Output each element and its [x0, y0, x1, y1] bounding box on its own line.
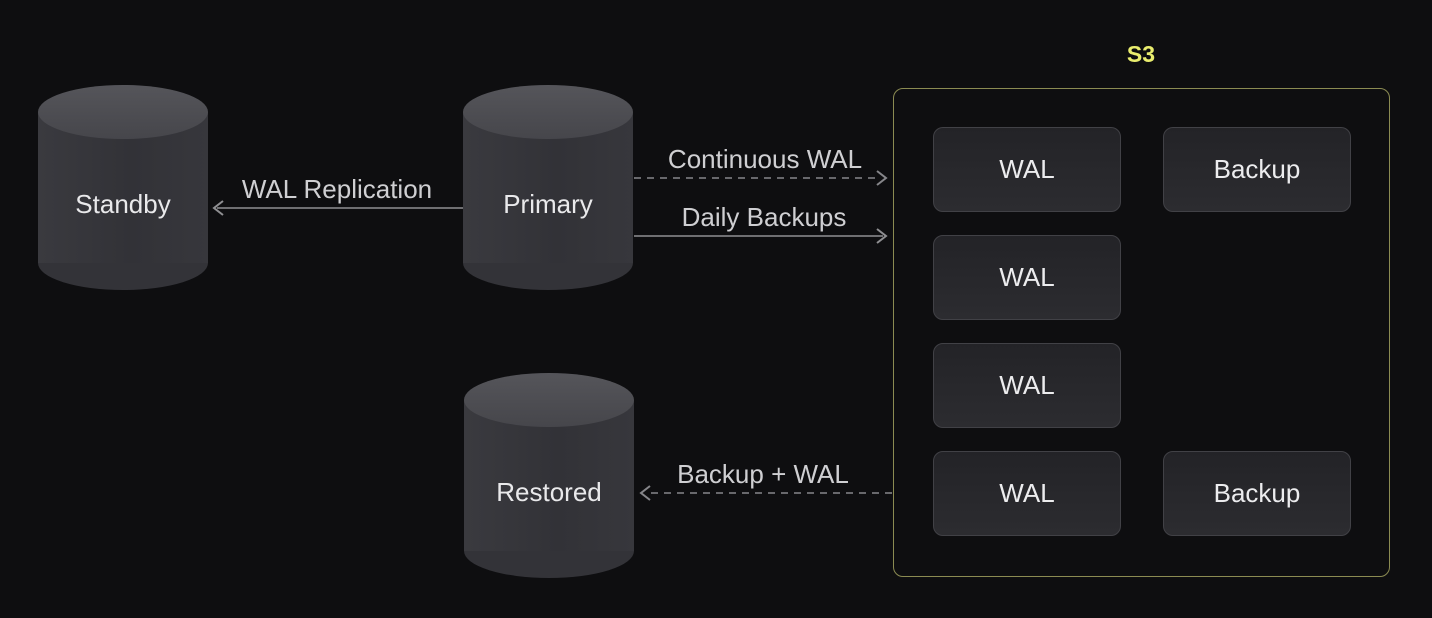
wal-replication-arrow-label: WAL Replication — [241, 174, 433, 204]
s3-wal-item: WAL — [933, 343, 1121, 428]
backup-wal-arrow-label: Backup + WAL — [677, 459, 849, 489]
cylinder-top-ellipse — [38, 85, 208, 139]
restored-label: Restored — [496, 477, 602, 507]
s3-backup-item: Backup — [1163, 451, 1351, 536]
primary-label: Primary — [503, 189, 593, 219]
s3-bucket-container: WAL Backup WAL WAL WAL Backup — [893, 88, 1390, 577]
s3-wal-item: WAL — [933, 127, 1121, 212]
s3-wal-item: WAL — [933, 235, 1121, 320]
cylinder-top-ellipse — [464, 373, 634, 427]
daily-backups-arrowhead — [876, 228, 888, 244]
s3-title: S3 — [1126, 41, 1156, 67]
continuous-wal-arrow-label: Continuous WAL — [667, 144, 863, 174]
s3-wal-item: WAL — [933, 451, 1121, 536]
standby-database-node: Standby — [38, 85, 208, 290]
standby-label: Standby — [75, 189, 171, 219]
restored-database-node: Restored — [464, 373, 634, 578]
s3-backup-item: Backup — [1163, 127, 1351, 212]
daily-backups-arrow-label: Daily Backups — [681, 202, 847, 232]
cylinder-top-ellipse — [463, 85, 633, 139]
backup-wal-arrowhead — [639, 485, 651, 501]
primary-database-node: Primary — [463, 85, 633, 290]
wal-replication-arrowhead — [212, 200, 224, 216]
continuous-wal-arrowhead — [876, 170, 888, 186]
